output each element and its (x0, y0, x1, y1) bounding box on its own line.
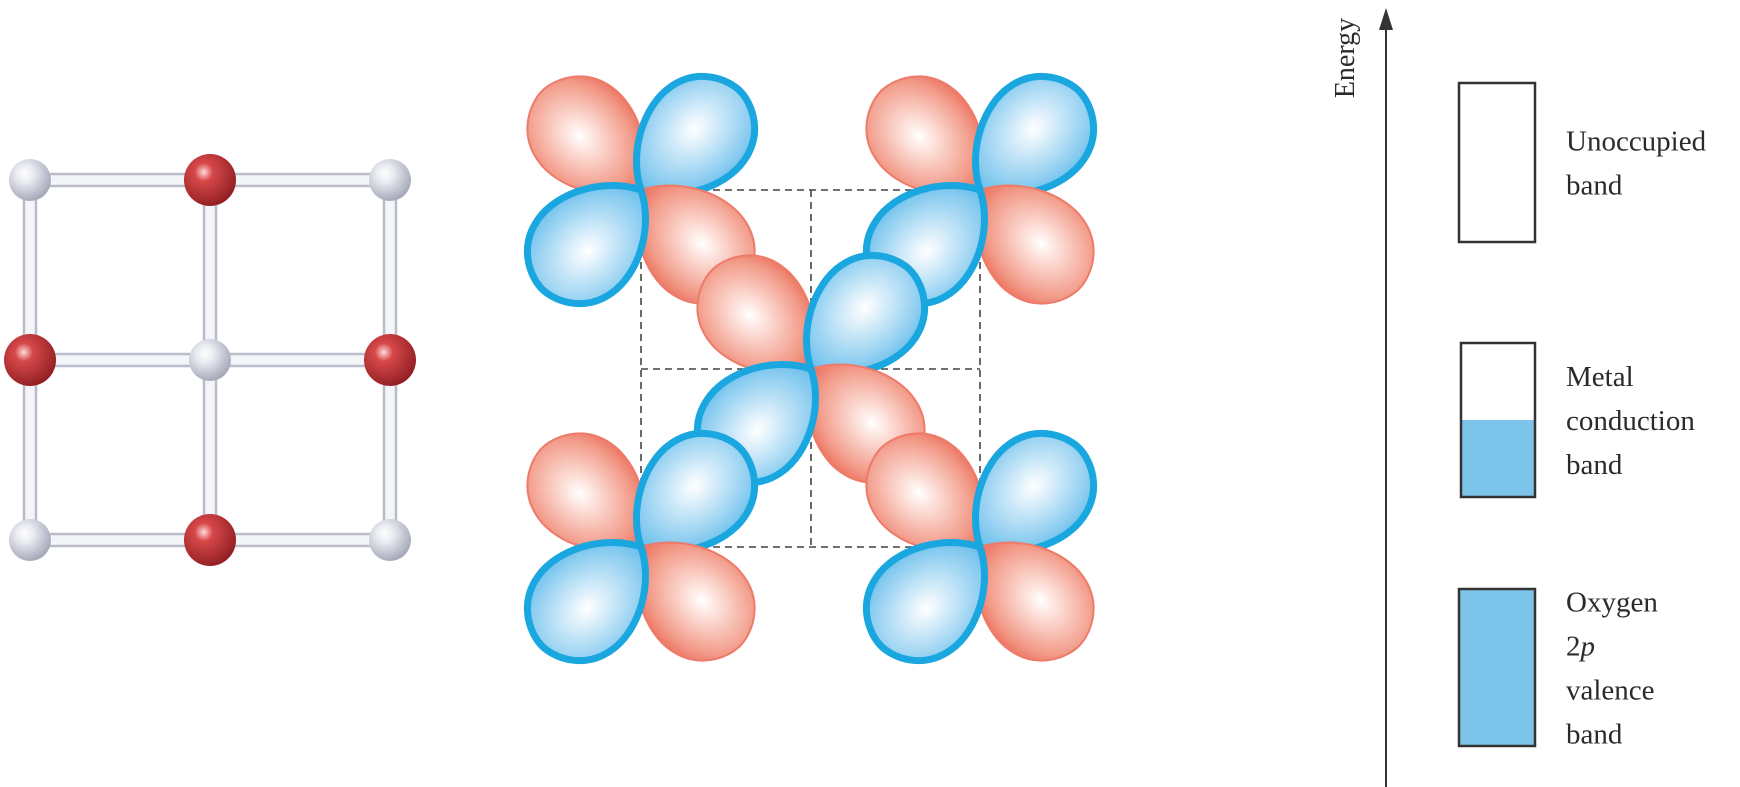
lattice-bond (22, 178, 38, 362)
metal-atom (9, 519, 51, 561)
band-filled-portion (1461, 420, 1535, 497)
positive-lobe (526, 432, 647, 553)
negative-lobe (632, 429, 759, 556)
band-label-line: band (1566, 719, 1623, 751)
band-label-line: band (1566, 170, 1623, 202)
band-oxygen-valence: Oxygen 2p valence band (1457, 587, 1658, 751)
energy-axis-arrowhead (1379, 8, 1393, 30)
band-label-line: Metal (1566, 361, 1634, 393)
band-label-line: valence (1566, 675, 1655, 707)
positive-lobe (974, 184, 1095, 305)
band-label-line: band (1566, 449, 1623, 481)
positive-lobe (635, 541, 756, 662)
band-unoccupied: Unoccupied band (1457, 81, 1707, 244)
band-metal-conduction: Metal conduction band (1459, 341, 1695, 499)
lattice-bond (28, 352, 212, 368)
negative-lobe (971, 72, 1098, 199)
band-label-line: conduction (1566, 405, 1695, 437)
lattice-bond (202, 178, 218, 362)
energy-bands: UnoccupiedbandMetalconductionbandOxygen2… (1457, 81, 1707, 751)
negative-lobe (632, 72, 759, 199)
positive-lobe (865, 75, 986, 196)
lattice-bond (382, 178, 398, 362)
lattice-bond (208, 352, 392, 368)
band-box (1457, 587, 1537, 748)
band-box (1457, 81, 1537, 244)
lattice-panel (4, 154, 416, 566)
negative-lobe (802, 251, 929, 378)
lattice-bond (382, 358, 398, 542)
oxygen-atom (184, 514, 236, 566)
positive-lobe (696, 254, 817, 375)
metal-atom (189, 339, 231, 381)
band-label-line: 2p (1566, 631, 1595, 663)
dxy-orbital (862, 429, 1098, 665)
lattice-atoms (4, 154, 416, 566)
oxygen-atom (184, 154, 236, 206)
band-label-line: Oxygen (1566, 587, 1658, 619)
band-diagram-panel: Energy UnoccupiedbandMetalconductionband… (1330, 8, 1707, 787)
lattice-bond (22, 358, 38, 542)
metal-atom (369, 159, 411, 201)
lattice-bond (208, 172, 392, 188)
orbital-overlap-panel (523, 72, 1098, 665)
band-label-line: Unoccupied (1566, 126, 1707, 158)
oxygen-atom (4, 334, 56, 386)
oxygen-atom (364, 334, 416, 386)
positive-lobe (974, 541, 1095, 662)
d-orbital-sets (523, 72, 1098, 665)
lattice-bond (28, 532, 212, 548)
lattice-bond (208, 532, 392, 548)
band-box (1459, 341, 1537, 499)
lattice-bond (202, 358, 218, 542)
dxy-orbital (523, 429, 759, 665)
metal-atom (9, 159, 51, 201)
positive-lobe (865, 432, 986, 553)
energy-axis-label: Energy (1330, 18, 1361, 98)
negative-lobe (971, 429, 1098, 556)
negative-lobe (862, 538, 989, 665)
negative-lobe (523, 538, 650, 665)
metal-atom (369, 519, 411, 561)
lattice-bond (28, 172, 212, 188)
negative-lobe (523, 181, 650, 308)
dxy-orbital (862, 72, 1098, 308)
band-filled-portion (1459, 589, 1535, 746)
positive-lobe (526, 75, 647, 196)
